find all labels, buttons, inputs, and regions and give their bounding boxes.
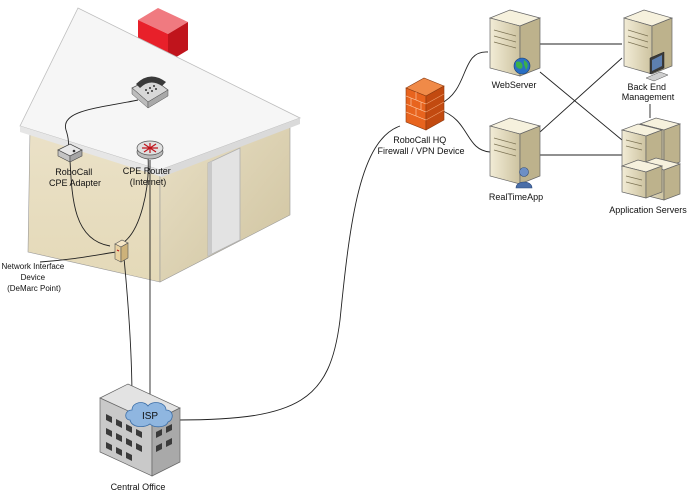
nid-icon [114,239,129,263]
adapter-icon [57,143,83,163]
server-icon [488,117,542,185]
webserver-label: WebServer [492,80,537,90]
house-door [207,147,241,257]
firewall-icon [405,77,445,131]
nid-co-link [123,257,133,401]
building-icon [99,383,181,477]
central-office-label: Central Office [111,482,166,492]
cloud-icon [125,402,173,428]
nid-leader-line [39,251,117,263]
firewall-realtime-link [439,109,491,153]
house [19,7,302,283]
router-icon [136,140,164,160]
backend-label: Back End Management [622,82,675,102]
cpe-adapter-label: RoboCall CPE Adapter [49,167,101,188]
web-appservers-link [539,71,623,141]
server-icon [620,159,664,199]
realtime-backend-link [539,57,623,133]
app-servers-label: Application Servers [609,205,687,215]
nid-label: Network Interface Device (DeMarc Point) [2,262,67,293]
monitor-icon [645,51,669,82]
firewall-label: RoboCall HQ Firewall / VPN Device [377,135,464,156]
adapter-nid-link [69,159,111,247]
server-icon [622,9,674,75]
realtimeapp-label: RealTimeApp [489,192,543,202]
router-nid-link [123,155,149,243]
isp-label: ISP [142,411,158,422]
user-icon [515,167,533,189]
connections [39,43,651,421]
firewall-webserver-link [439,51,489,105]
isp-firewall-link [177,125,401,421]
telephone-icon [131,76,169,109]
globe-icon [513,57,531,75]
cpe-router-label: CPE Router (Internet) [123,166,174,187]
